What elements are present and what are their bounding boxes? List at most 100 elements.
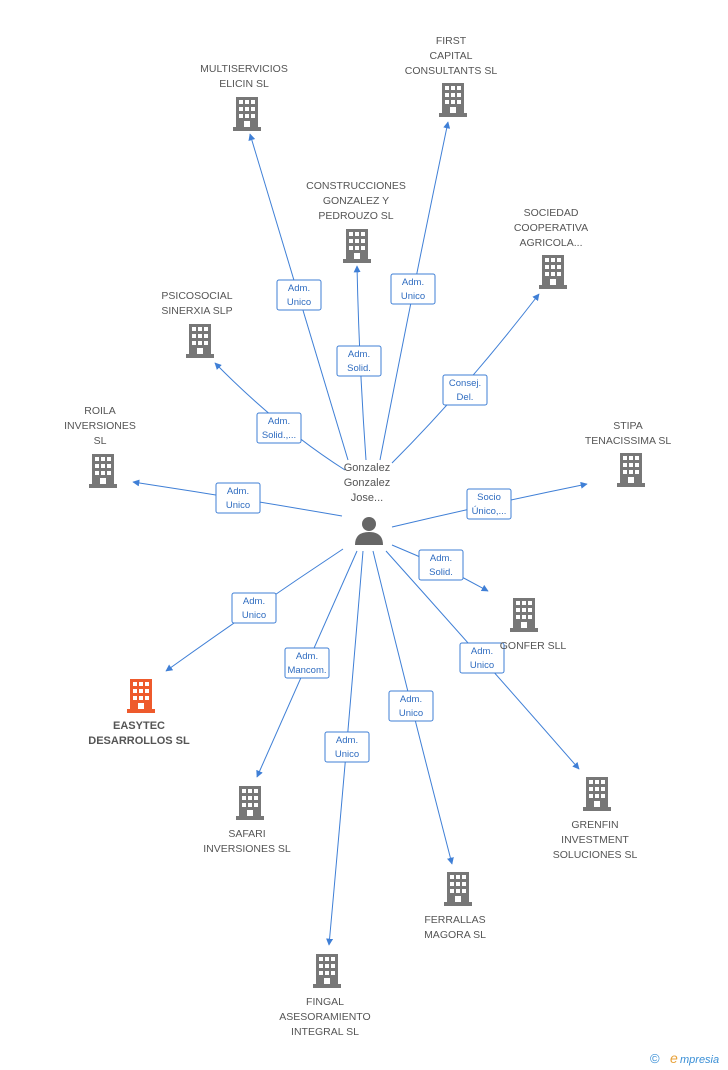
company-node-gonfer[interactable]: GONFER SLL [500, 598, 567, 652]
company-name-line: INVERSIONES [64, 420, 136, 432]
building-icon [343, 229, 371, 263]
company-node-easytec[interactable]: EASYTEC DESARROLLOS SL [88, 679, 190, 747]
relation-box [284, 647, 330, 679]
building-icon [233, 97, 261, 131]
company-name-line: COOPERATIVA [514, 222, 588, 234]
relation-label-safari[interactable]: Adm.Mancom. [284, 647, 330, 679]
relation-box [459, 642, 505, 674]
company-name-line: CONSTRUCCIONES [306, 180, 406, 192]
person-name-line-2: Gonzalez [344, 477, 390, 489]
relation-box [466, 488, 512, 520]
brand-name: mpresia [680, 1054, 719, 1066]
relation-label-easytec[interactable]: Adm. Unico [231, 592, 277, 624]
relation-label-sociedad[interactable]: Consej. Del. [442, 374, 488, 406]
building-icon [439, 83, 467, 117]
company-name-line: ELICIN SL [219, 78, 269, 90]
relation-box [442, 374, 488, 406]
company-name-line: INVESTMENT [561, 834, 629, 846]
relation-label-roila[interactable]: Adm.Unico [215, 482, 261, 514]
relation-text: Adm. [402, 277, 424, 288]
person-icon [355, 517, 383, 545]
relation-text: Del. [457, 392, 474, 403]
relation-text: Consej. [449, 378, 481, 389]
company-name-line: AGRICOLA... [519, 237, 582, 249]
relation-text: Adm. [348, 349, 370, 360]
relation-box [256, 412, 302, 444]
relation-text: Único,... [472, 506, 507, 517]
relation-label-fingal[interactable]: Adm.Unico [324, 731, 370, 763]
building-icon [186, 324, 214, 358]
relation-text: Adm. [288, 283, 310, 294]
relation-box [390, 273, 436, 305]
relation-text: Solid.,... [262, 430, 296, 441]
relation-label-construcciones[interactable]: Adm. Solid. [336, 345, 382, 377]
company-name-line: CONSULTANTS SL [405, 65, 498, 77]
relation-label-stipa[interactable]: SocioÚnico,... [466, 488, 512, 520]
company-name-line: TENACISSIMA SL [585, 435, 672, 447]
relation-text: Unico [399, 708, 423, 719]
relation-text: Adm. [400, 694, 422, 705]
relation-text: Socio [477, 492, 501, 503]
relation-text: Unico [401, 291, 425, 302]
relation-label-psicosocial[interactable]: Adm. Solid.,... [256, 412, 302, 444]
relation-text: Adm. [296, 651, 318, 662]
relation-text: Unico [287, 297, 311, 308]
company-name-line: STIPA [613, 420, 643, 432]
relation-label-gonfer[interactable]: Adm.Solid. [418, 549, 464, 581]
company-name-line: INVERSIONES SL [203, 843, 291, 855]
company-name-line: GONZALEZ Y [323, 195, 389, 207]
person-name-line-1: Gonzalez [344, 462, 390, 474]
company-name-line: SOCIEDAD [524, 207, 579, 219]
building-icon [89, 454, 117, 488]
relation-label-grenfin[interactable]: Adm. Unico [459, 642, 505, 674]
relation-text: Solid. [429, 567, 453, 578]
relation-text: Solid. [347, 363, 371, 374]
relation-text: Adm. [243, 596, 265, 607]
company-node-multiservicios[interactable]: MULTISERVICIOS ELICIN SL [200, 63, 288, 131]
company-name-line: ROILA [84, 405, 116, 417]
relation-label-ferrallas[interactable]: Adm. Unico [388, 690, 434, 722]
company-node-stipa[interactable]: STIPA TENACISSIMA SL [585, 420, 672, 487]
relation-box [276, 279, 322, 311]
relation-box [215, 482, 261, 514]
company-name-line: GRENFIN [571, 819, 618, 831]
relation-label-first-capital[interactable]: Adm. Unico [390, 273, 436, 305]
relation-box [418, 549, 464, 581]
building-icon [510, 598, 538, 632]
company-name-line: MULTISERVICIOS [200, 63, 288, 75]
relation-label-multiservicios[interactable]: Adm. Unico [276, 279, 322, 311]
company-node-psicosocial[interactable]: PSICOSOCIAL SINERXIA SLP [161, 290, 233, 358]
company-name-line: GONFER SLL [500, 640, 567, 652]
company-name-line: FINGAL [306, 996, 344, 1008]
relation-box [324, 731, 370, 763]
building-icon [583, 777, 611, 811]
relation-box [388, 690, 434, 722]
company-name-line: MAGORA SL [424, 929, 486, 941]
company-name-line: EASYTEC [113, 720, 165, 732]
building-icon [127, 679, 155, 713]
company-name-line: PSICOSOCIAL [161, 290, 232, 302]
relation-text: Unico [226, 500, 250, 511]
company-name-line: INTEGRAL SL [291, 1026, 359, 1038]
building-icon [444, 872, 472, 906]
company-name-line: SINERXIA SLP [161, 305, 232, 317]
footer-brand: © e mpresia [650, 1050, 719, 1066]
relation-text: Adm. [471, 646, 493, 657]
person-node[interactable]: Gonzalez Gonzalez Jose... [344, 462, 390, 545]
relation-text: Unico [242, 610, 266, 621]
company-name-line: DESARROLLOS SL [88, 735, 190, 747]
relation-text: Unico [470, 660, 494, 671]
company-node-sociedad[interactable]: SOCIEDAD COOPERATIVA AGRICOLA... [514, 207, 588, 289]
person-name-line-3: Jose... [351, 492, 383, 504]
building-icon [617, 453, 645, 487]
relation-text: Adm. [268, 416, 290, 427]
relation-text: Adm. [336, 735, 358, 746]
